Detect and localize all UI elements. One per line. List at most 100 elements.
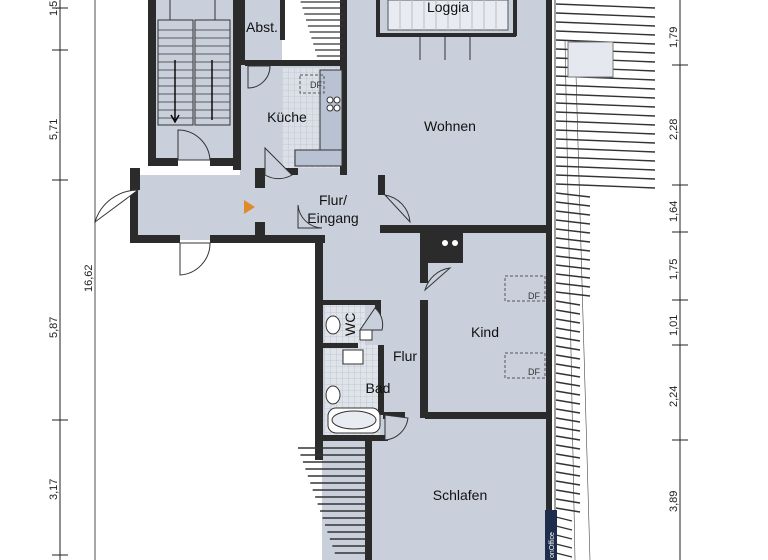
staircase <box>157 0 231 126</box>
hatch-line <box>555 255 591 261</box>
hatch-line <box>555 102 656 108</box>
df-window-kitchen <box>299 74 325 94</box>
hatch-line <box>555 444 581 450</box>
roof-hatch-right <box>554 0 591 560</box>
chimney <box>423 233 463 263</box>
hatch-line <box>555 291 591 297</box>
hatch-line <box>555 129 656 135</box>
hatch-line <box>555 462 581 468</box>
hatch-line <box>555 246 591 252</box>
hatch-line <box>555 417 581 423</box>
dim-right-6: 3,89 <box>668 491 680 512</box>
hatch-line <box>555 156 656 162</box>
hatch-line <box>555 264 591 270</box>
dim-right-0: 1,79 <box>668 27 680 48</box>
hatch-line <box>555 219 591 225</box>
df-window-kind-bottom <box>504 352 546 379</box>
df-label-kitchen: DF <box>310 80 322 90</box>
hatch-line <box>555 21 656 27</box>
hatch-line <box>555 30 656 36</box>
stair-steps-bottom <box>298 447 366 554</box>
dim-right-4: 1,01 <box>668 315 680 336</box>
hatch-line <box>555 381 581 387</box>
df-label-kind-bottom: DF <box>528 367 540 377</box>
hatch-line <box>555 336 581 342</box>
hatch-line <box>555 309 581 315</box>
room-label-flur-eingang-1: Flur/ <box>319 192 347 208</box>
hatch-line <box>555 138 656 144</box>
hatch-line <box>555 453 581 459</box>
wc-fixtures <box>325 315 381 434</box>
dim-left-3: 5,87 <box>48 317 60 338</box>
hatch-line <box>555 516 573 522</box>
wc-sink-icon <box>359 329 373 341</box>
hatch-line <box>555 534 573 540</box>
room-label-loggia: Loggia <box>427 0 469 15</box>
dim-right-5: 2,24 <box>668 386 680 407</box>
chimney-flue-icon <box>452 240 458 246</box>
hatch-line <box>555 489 581 495</box>
hatch-line <box>555 525 573 531</box>
hatch-line <box>555 345 581 351</box>
loggia-railing <box>387 0 509 60</box>
hatch-line <box>555 84 656 90</box>
hatch-line <box>555 228 591 234</box>
hatch-line <box>555 282 591 288</box>
room-label-kind: Kind <box>471 324 499 340</box>
room-label-abstell: Abst. <box>246 19 278 35</box>
room-label-schlafen: Schlafen <box>433 487 487 503</box>
brand-label: onOffice <box>549 532 556 558</box>
hatch-line <box>555 183 656 189</box>
hatch-line <box>555 192 591 198</box>
dim-right-3: 1,75 <box>668 259 680 280</box>
hatch-line <box>555 327 581 333</box>
hatch-line <box>555 471 581 477</box>
hatch-line <box>555 3 656 9</box>
doors <box>94 65 452 441</box>
hatch-line <box>555 480 581 486</box>
dim-left-1: 5,71 <box>48 119 60 140</box>
hatch-line <box>555 390 581 396</box>
room-label-flur-eingang-2: Eingang <box>307 210 358 226</box>
hatch-line <box>555 552 573 558</box>
dimension-line-right <box>672 0 688 560</box>
hatch-line <box>555 174 656 180</box>
hatch-line <box>555 120 656 126</box>
hatch-line <box>555 201 591 207</box>
entry-arrow-icon <box>244 200 255 214</box>
stair-steps-top <box>300 1 345 57</box>
walls <box>130 0 552 560</box>
hatch-line <box>555 354 581 360</box>
hatch-line <box>555 147 656 153</box>
hatch-line <box>555 210 591 216</box>
hatch-line <box>555 426 581 432</box>
room-label-wc: WC <box>342 313 358 336</box>
room-label-flur: Flur <box>393 348 417 364</box>
chimney-flue-icon <box>442 240 448 246</box>
dim-left-4: 3,17 <box>48 479 60 500</box>
hatch-line <box>555 273 591 279</box>
room-label-kueche: Küche <box>267 109 307 125</box>
stair-arrow-icon <box>170 60 180 124</box>
hatch-line <box>555 543 573 549</box>
dim-right-1: 2,28 <box>668 119 680 140</box>
hatch-line <box>555 435 581 441</box>
brand-badge <box>545 510 557 560</box>
dim-left-0: 1,5 <box>48 1 60 16</box>
kitchen-counter <box>294 69 343 167</box>
hatch-line <box>555 507 581 513</box>
roof-window <box>567 41 614 78</box>
df-window-kind-top <box>504 275 546 302</box>
df-label-kind-top: DF <box>528 291 540 301</box>
hatch-line <box>555 363 581 369</box>
hatch-line <box>555 12 656 18</box>
hatch-line <box>555 408 581 414</box>
room-label-bad: Bad <box>366 380 391 396</box>
dimension-line-left <box>52 0 96 560</box>
hatch-line <box>555 300 581 306</box>
dim-right-2: 1,64 <box>668 201 680 222</box>
hatch-line <box>555 399 581 405</box>
hatch-line <box>555 318 581 324</box>
hatch-line <box>555 165 656 171</box>
